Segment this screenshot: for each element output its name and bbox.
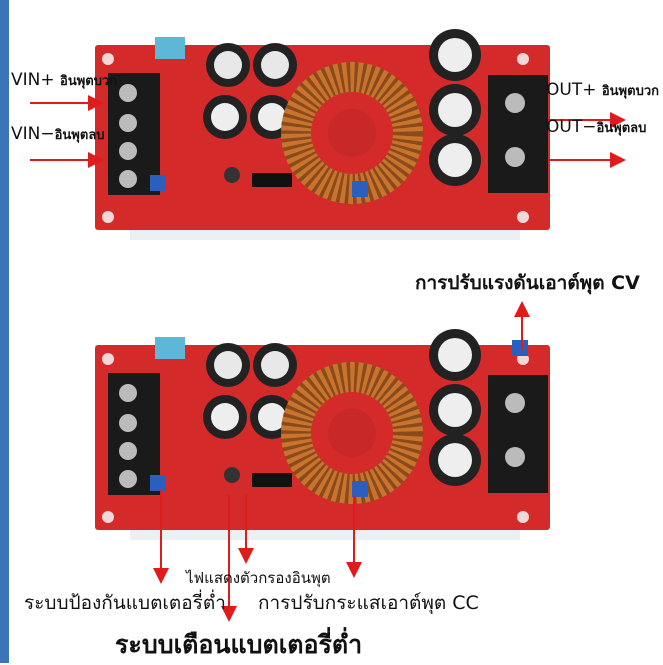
vin-plus-code: VIN+: [11, 70, 55, 90]
out-plus-thai: อินพุตบวก: [601, 84, 659, 99]
vin-minus-label: VIN−อินพุตลบ: [11, 124, 105, 145]
out-minus-label: OUT−อินพุตลบ: [546, 117, 646, 138]
input-filter-light-label: ไฟแสดงตัวกรองอินพุต: [186, 569, 331, 587]
out-plus-code: OUT+: [546, 80, 597, 100]
cv-adjust-label: การปรับแรงดันเอาต์พุต CV: [415, 272, 640, 294]
vin-minus-code: VIN−: [11, 124, 55, 144]
out-plus-label: OUT+ อินพุตบวก: [546, 80, 659, 101]
vin-minus-thai: อินพุตลบ: [54, 128, 105, 143]
converter-board-bottom: [95, 329, 550, 540]
cv-potentiometer: [512, 340, 528, 356]
low-battery-alarm-label: ระบบเตือนแบตเตอรี่ต่ำ: [115, 630, 363, 659]
out-minus-thai: อินพุตลบ: [596, 121, 647, 136]
left-accent-bar: [0, 0, 9, 663]
low-battery-protection-label: ระบบป้องกันแบตเตอรี่ต่ำ: [24, 592, 226, 614]
converter-board-top: [95, 29, 550, 240]
annotation-arrows: [30, 95, 626, 622]
cc-adjust-label: การปรับกระแสเอาต์พุต CC: [258, 592, 479, 614]
vin-plus-thai: อินพุตบวก: [60, 74, 118, 89]
out-minus-code: OUT−: [546, 117, 597, 137]
vin-plus-label: VIN+ อินพุตบวก: [11, 70, 117, 91]
